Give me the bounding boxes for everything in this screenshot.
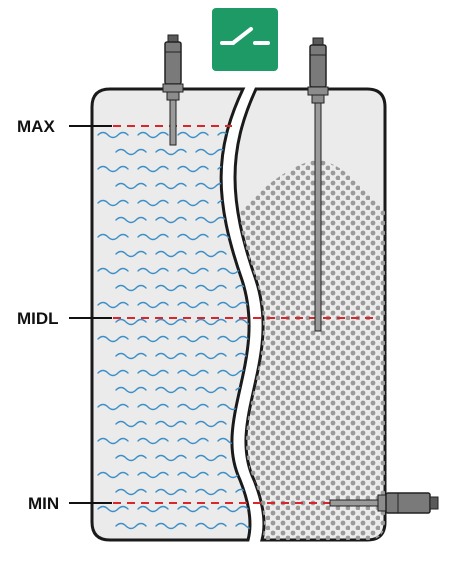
liquid-wave — [97, 335, 129, 343]
liquid-wave — [217, 505, 249, 513]
liquid-wave — [177, 369, 209, 377]
liquid-wave — [177, 471, 209, 479]
liquid-wave — [155, 522, 187, 530]
liquid-wave — [195, 420, 227, 428]
liquid-wave — [177, 301, 209, 309]
max-level-label: MAX — [17, 117, 55, 136]
liquid-wave — [97, 267, 129, 275]
liquid-wave — [97, 165, 129, 173]
liquid-wave — [137, 403, 169, 411]
liquid-wave — [97, 131, 129, 139]
tank-solids-section — [233, 87, 387, 542]
liquid-wave — [195, 386, 227, 394]
liquid-wave — [195, 216, 227, 224]
liquid-wave — [155, 250, 187, 258]
liquid-wave — [97, 437, 129, 445]
liquid-wave — [115, 182, 147, 190]
liquid-wave — [97, 301, 129, 309]
liquid-wave — [137, 369, 169, 377]
liquid-wave — [115, 284, 147, 292]
liquid-wave — [115, 148, 147, 156]
liquid-wave — [195, 148, 227, 156]
max-level-sensor — [162, 34, 184, 146]
liquid-wave — [177, 267, 209, 275]
liquid-wave — [97, 199, 129, 207]
liquid-wave — [195, 488, 227, 496]
liquid-wave — [195, 250, 227, 258]
liquid-wave — [195, 284, 227, 292]
liquid-wave — [195, 454, 227, 462]
liquid-wave — [177, 437, 209, 445]
liquid-wave — [155, 488, 187, 496]
liquid-wave — [115, 522, 147, 530]
liquid-wave — [155, 454, 187, 462]
liquid-wave — [137, 165, 169, 173]
liquid-wave — [235, 284, 250, 292]
liquid-wave — [155, 386, 187, 394]
liquid-wave — [217, 335, 249, 343]
liquid-wave — [177, 131, 209, 139]
switch-open-icon — [220, 27, 270, 45]
mid-level-label: MIDL — [17, 309, 59, 328]
liquid-wave — [137, 471, 169, 479]
liquid-wave — [97, 233, 129, 241]
liquid-wave — [115, 352, 147, 360]
liquid-wave — [155, 284, 187, 292]
liquid-wave — [115, 420, 147, 428]
tank-liquid-section — [90, 87, 252, 542]
liquid-wave — [155, 148, 187, 156]
mid-level-sensor — [307, 37, 329, 332]
liquid-wave — [155, 318, 187, 326]
liquid-wave — [97, 505, 129, 513]
liquid-wave — [137, 505, 169, 513]
liquid-wave — [195, 352, 227, 360]
liquid-wave — [137, 199, 169, 207]
liquid-wave — [115, 454, 147, 462]
liquid-wave — [235, 522, 250, 530]
liquid-wave — [115, 318, 147, 326]
liquid-wave — [155, 352, 187, 360]
liquid-wave — [235, 318, 250, 326]
liquid-wave — [195, 318, 227, 326]
liquid-wave — [177, 403, 209, 411]
liquid-wave — [115, 216, 147, 224]
liquid-wave — [137, 335, 169, 343]
switch-badge — [212, 8, 278, 71]
liquid-wave — [195, 522, 227, 530]
liquid-wave — [155, 216, 187, 224]
liquid-wave — [177, 199, 209, 207]
liquid-wave — [155, 182, 187, 190]
liquid-wave — [137, 437, 169, 445]
liquid-wave — [177, 233, 209, 241]
liquid-wave — [137, 301, 169, 309]
liquid-wave — [217, 369, 249, 377]
min-level-sensor — [329, 492, 439, 514]
liquid-wave — [137, 267, 169, 275]
min-level-label: MIN — [28, 494, 59, 513]
liquid-wave — [97, 369, 129, 377]
liquid-wave — [137, 131, 169, 139]
liquid-wave — [115, 250, 147, 258]
liquid-wave — [97, 471, 129, 479]
liquid-wave — [235, 352, 250, 360]
liquid-wave — [177, 335, 209, 343]
liquid-wave — [177, 505, 209, 513]
liquid-wave — [217, 301, 249, 309]
liquid-wave — [235, 488, 250, 496]
liquid-wave — [137, 233, 169, 241]
liquid-wave — [115, 488, 147, 496]
liquid-wave — [177, 165, 209, 173]
liquid-wave — [195, 182, 227, 190]
liquid-wave — [97, 403, 129, 411]
bulk-material-dots — [240, 160, 385, 540]
liquid-wave — [155, 420, 187, 428]
liquid-wave — [115, 386, 147, 394]
